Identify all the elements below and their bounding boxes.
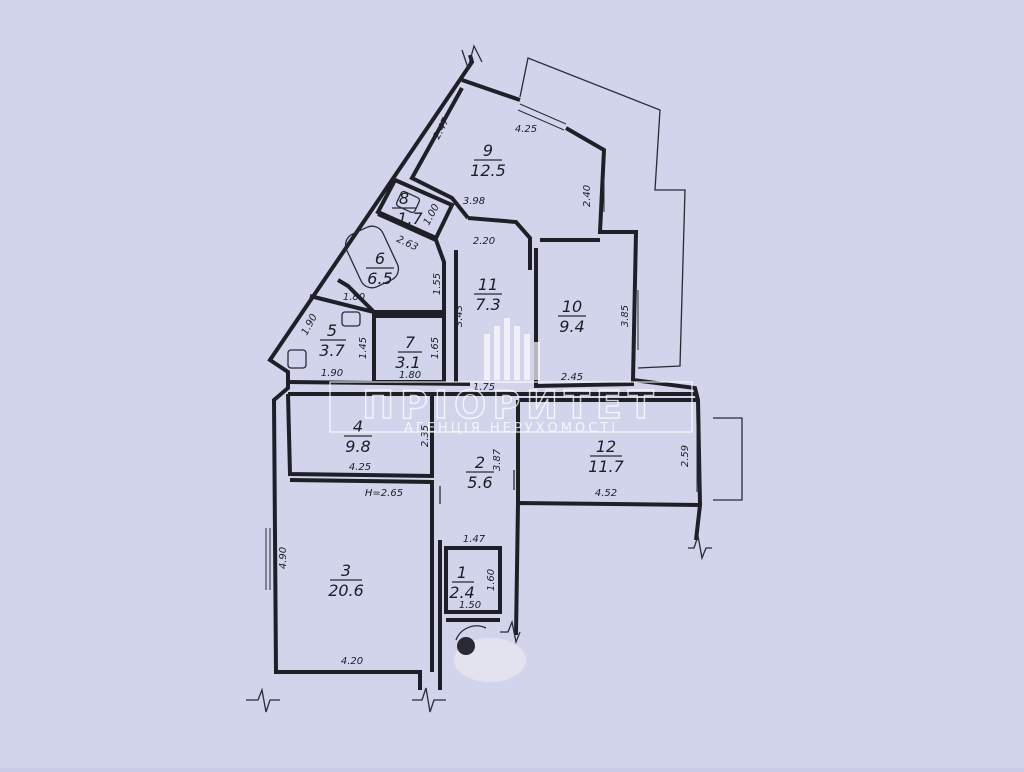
room-12-wall [516,398,696,503]
room-1-wall [444,546,502,614]
dim-room-10-bottom: 2.45 [561,372,583,383]
bathroom-fixtures [287,190,421,369]
room-12-area: 11.7 [588,457,624,476]
dim-room-9-right: 2.40 [582,185,593,207]
entrance-marker [457,637,475,655]
break-marks [246,44,712,713]
room-1-number: 1 [457,563,467,582]
dim-room-5-bottom: 1.90 [321,368,343,379]
balcony-top [519,57,686,369]
watermark-frame [329,381,693,433]
room-8-number: 8 [399,189,409,208]
dim-room-6-bottom: 1.80 [343,292,365,303]
dim-room-3-left: 4.90 [278,547,289,569]
windows [265,103,701,590]
room-6-wall [336,212,446,314]
watermark-building-icon [484,318,540,380]
room-9-wall [409,87,470,220]
dim-room-12-bottom: 4.52 [595,488,617,499]
dim-room-11-bottom: 1.75 [473,382,495,393]
room-3-area: 20.6 [328,581,364,600]
room-10-area: 9.4 [559,317,584,336]
outer-walls [267,54,703,690]
room-10-wall [534,248,635,389]
dim-room-7-bottom: 1.80 [399,370,421,381]
dim-room-6-right: 1.55 [432,273,443,295]
dim-room-1-right: 1.60 [486,569,497,591]
room-2-number: 2 [475,453,485,472]
room-11-area: 7.3 [475,295,500,314]
room-4-wall [286,393,434,479]
dim-room-1-bottom: 1.50 [459,600,481,611]
room-9-number: 9 [483,141,493,160]
room-6-area: 6.5 [367,269,392,288]
room-9-area: 12.5 [470,161,506,180]
watermark-title: ПРІОРИТЕТ [362,383,660,427]
room-8-area: 1.7 [397,209,423,228]
dim-room-2-right: 3.87 [492,448,503,471]
dim-corridor-width: 1.47 [463,534,486,545]
room-9-bottom-wall [467,216,532,270]
dim-room-4-right: 2.35 [420,425,431,447]
watermark: ПРІОРИТЕТ АГЕНЦІЯ НЕРУХОМОСТІ [329,318,693,436]
watermark-subtitle: АГЕНЦІЯ НЕРУХОМОСТІ [404,421,618,436]
room-4-area: 9.8 [345,437,370,456]
room-labels: 9 12.5 8 1.7 6 6.5 5 3.7 7 3.1 11 7.3 10… [319,141,624,602]
room-5-area: 3.7 [319,341,345,360]
room-12-number: 12 [596,437,616,456]
room-5-bottom-wall [285,380,471,386]
dim-room-9-width: 4.25 [515,124,537,135]
room-11-number: 11 [478,275,498,294]
room-6-number: 6 [375,249,385,268]
room-10-number: 10 [562,297,582,316]
dim-room-7-right: 1.65 [430,337,441,359]
room-5-number: 5 [327,321,337,340]
balcony-right [713,417,743,501]
room-7-number: 7 [405,333,416,352]
room-3-wall [289,478,434,672]
dim-room-11-top: 2.20 [473,236,495,247]
dim-room-10-right: 3.85 [620,305,631,327]
room-4-number: 4 [353,417,363,436]
room-3-number: 3 [341,561,351,580]
dim-room-11-left: 3.43 [454,305,465,327]
dim-room-12-right: 2.59 [680,445,691,467]
room-7-area: 3.1 [395,353,420,372]
door-swings [439,470,515,641]
room-2-area: 5.6 [467,473,492,492]
dim-room-5-right: 1.45 [358,337,369,359]
dim-room-3-bottom: 4.20 [341,656,363,667]
ceiling-height: H=2.65 [365,488,403,499]
dim-room-4-bottom: 4.25 [349,462,371,473]
room-5-wall [309,294,376,382]
room-1-area: 2.4 [449,583,474,602]
dim-room-9-bottom: 3.98 [463,196,485,207]
